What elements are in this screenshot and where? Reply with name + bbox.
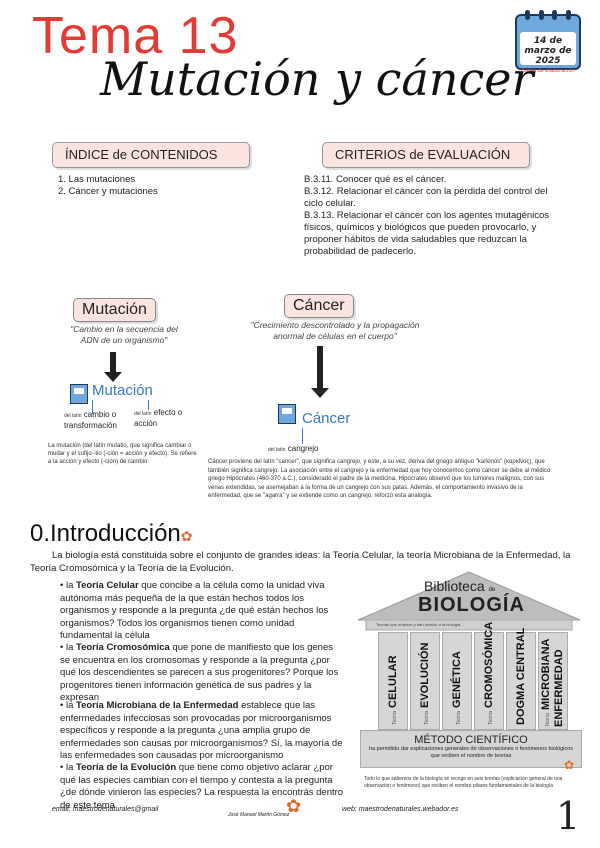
page-subtitle: Mutación y cáncer xyxy=(100,52,534,106)
cancer-etymology: Cáncer proviene del latín "cancer", que … xyxy=(208,459,551,499)
paw-icon: ✿ xyxy=(180,528,193,544)
intro-bullet-cromosomica: • la Teoría Cromosómica que pone de mani… xyxy=(60,642,339,703)
intro-bullet-microbiana: • la Teoría Microbiana de la Enfermedad … xyxy=(60,700,343,761)
intro-heading: 0.Introducción✿ xyxy=(30,520,193,547)
criteria-title: CRITERIOS de EVALUACIÓN xyxy=(322,142,530,168)
intro-bullet-celular: • la Teoría Celular que concibe a la cél… xyxy=(60,580,329,641)
calendar-caption: Fecha de elaboración xyxy=(521,68,575,74)
footer-author: José Manuel Martín Gómez xyxy=(228,812,290,818)
arrowhead-icon xyxy=(311,388,329,398)
page-number: 1 xyxy=(556,794,581,838)
criteria-item: B.3.12. Relacionar el cáncer con la pérd… xyxy=(304,186,548,209)
library-biology: BIOLOGÍA xyxy=(418,594,525,616)
index-item: 1. Las mutaciones xyxy=(58,174,136,185)
cancer-word: Cáncer xyxy=(302,410,351,427)
library-caption: Todo lo que sabemos de la biología se re… xyxy=(364,776,563,789)
criteria-item: B.3.13. Relacionar el cáncer con los age… xyxy=(304,210,550,257)
library-title: Biblioteca de xyxy=(424,578,496,594)
mutacion-word: Mutación xyxy=(92,382,153,399)
index-item: 2. Cáncer y mutaciones xyxy=(58,186,158,197)
criteria-list: B.3.11. Conocer qué es el cáncer. B.3.12… xyxy=(304,174,562,258)
library-base: MÉTODO CIENTÍFICO ha permitido dar expli… xyxy=(360,730,582,768)
criteria-item: B.3.11. Conocer qué es el cáncer. xyxy=(304,174,447,185)
mutacion-definition: "Cambio en la secuencia del ADN de un or… xyxy=(70,324,178,345)
paw-icon: ✿ xyxy=(286,796,302,816)
mutacion-tag: Mutación xyxy=(73,298,156,322)
pillar-dogma-central: DOGMA CENTRAL xyxy=(506,628,536,730)
dictionary-icon xyxy=(278,404,296,424)
footer-email: email: maestrodenaturales@gmail xyxy=(52,806,159,813)
index-list: 1. Las mutaciones 2. Cáncer y mutaciones xyxy=(58,174,158,198)
calendar-icon: 14 de marzo de 2025 Fecha de elaboración xyxy=(515,10,581,74)
mutacion-root-1: del latín cambio o transformación xyxy=(64,410,117,430)
intro-bullet-evolucion: • la Teoría de la Evolución que tiene co… xyxy=(60,762,344,811)
arrow-down-icon xyxy=(317,346,323,390)
footer-web: web: maestrodenaturales.webador.es xyxy=(342,806,459,813)
arrow-down-icon xyxy=(110,352,116,374)
calendar-date: 14 de marzo de 2025 xyxy=(524,36,572,66)
library-base-title: MÉTODO CIENTÍFICO xyxy=(414,734,528,746)
pillar-cromosomica: TeoríaCROMOSÓMICA xyxy=(474,622,504,730)
cancer-tag: Cáncer xyxy=(284,294,354,318)
pillar-evolucion: TeoríaEVOLUCIÓN xyxy=(410,632,440,730)
dictionary-icon xyxy=(70,384,88,404)
pillar-genetica: TeoríaGENÉTICA xyxy=(442,632,472,730)
mutacion-etymology: La mutación (del latín mutatio, que sign… xyxy=(48,443,197,465)
cancer-root: del latín cangrejo xyxy=(268,444,319,453)
paw-icon: ✿ xyxy=(564,758,575,772)
library-roof-note: Teorías que ordenan y dan sentido a la b… xyxy=(376,622,461,627)
intro-lead: La biología está constituida sobre el co… xyxy=(30,550,571,574)
pillar-celular: TeoríaCELULAR xyxy=(378,632,408,730)
cancer-definition: "Crecimiento descontrolado y la propagac… xyxy=(250,320,420,341)
page-title: Tema 13 xyxy=(32,7,239,65)
arrowhead-icon xyxy=(104,372,122,382)
library-roof xyxy=(357,571,581,631)
mutacion-root-2: del latín efecto o acción xyxy=(134,408,183,428)
library-base-text: ha permitido dar explicaciones generales… xyxy=(369,746,573,759)
index-title: ÍNDICE de CONTENIDOS xyxy=(52,142,250,168)
